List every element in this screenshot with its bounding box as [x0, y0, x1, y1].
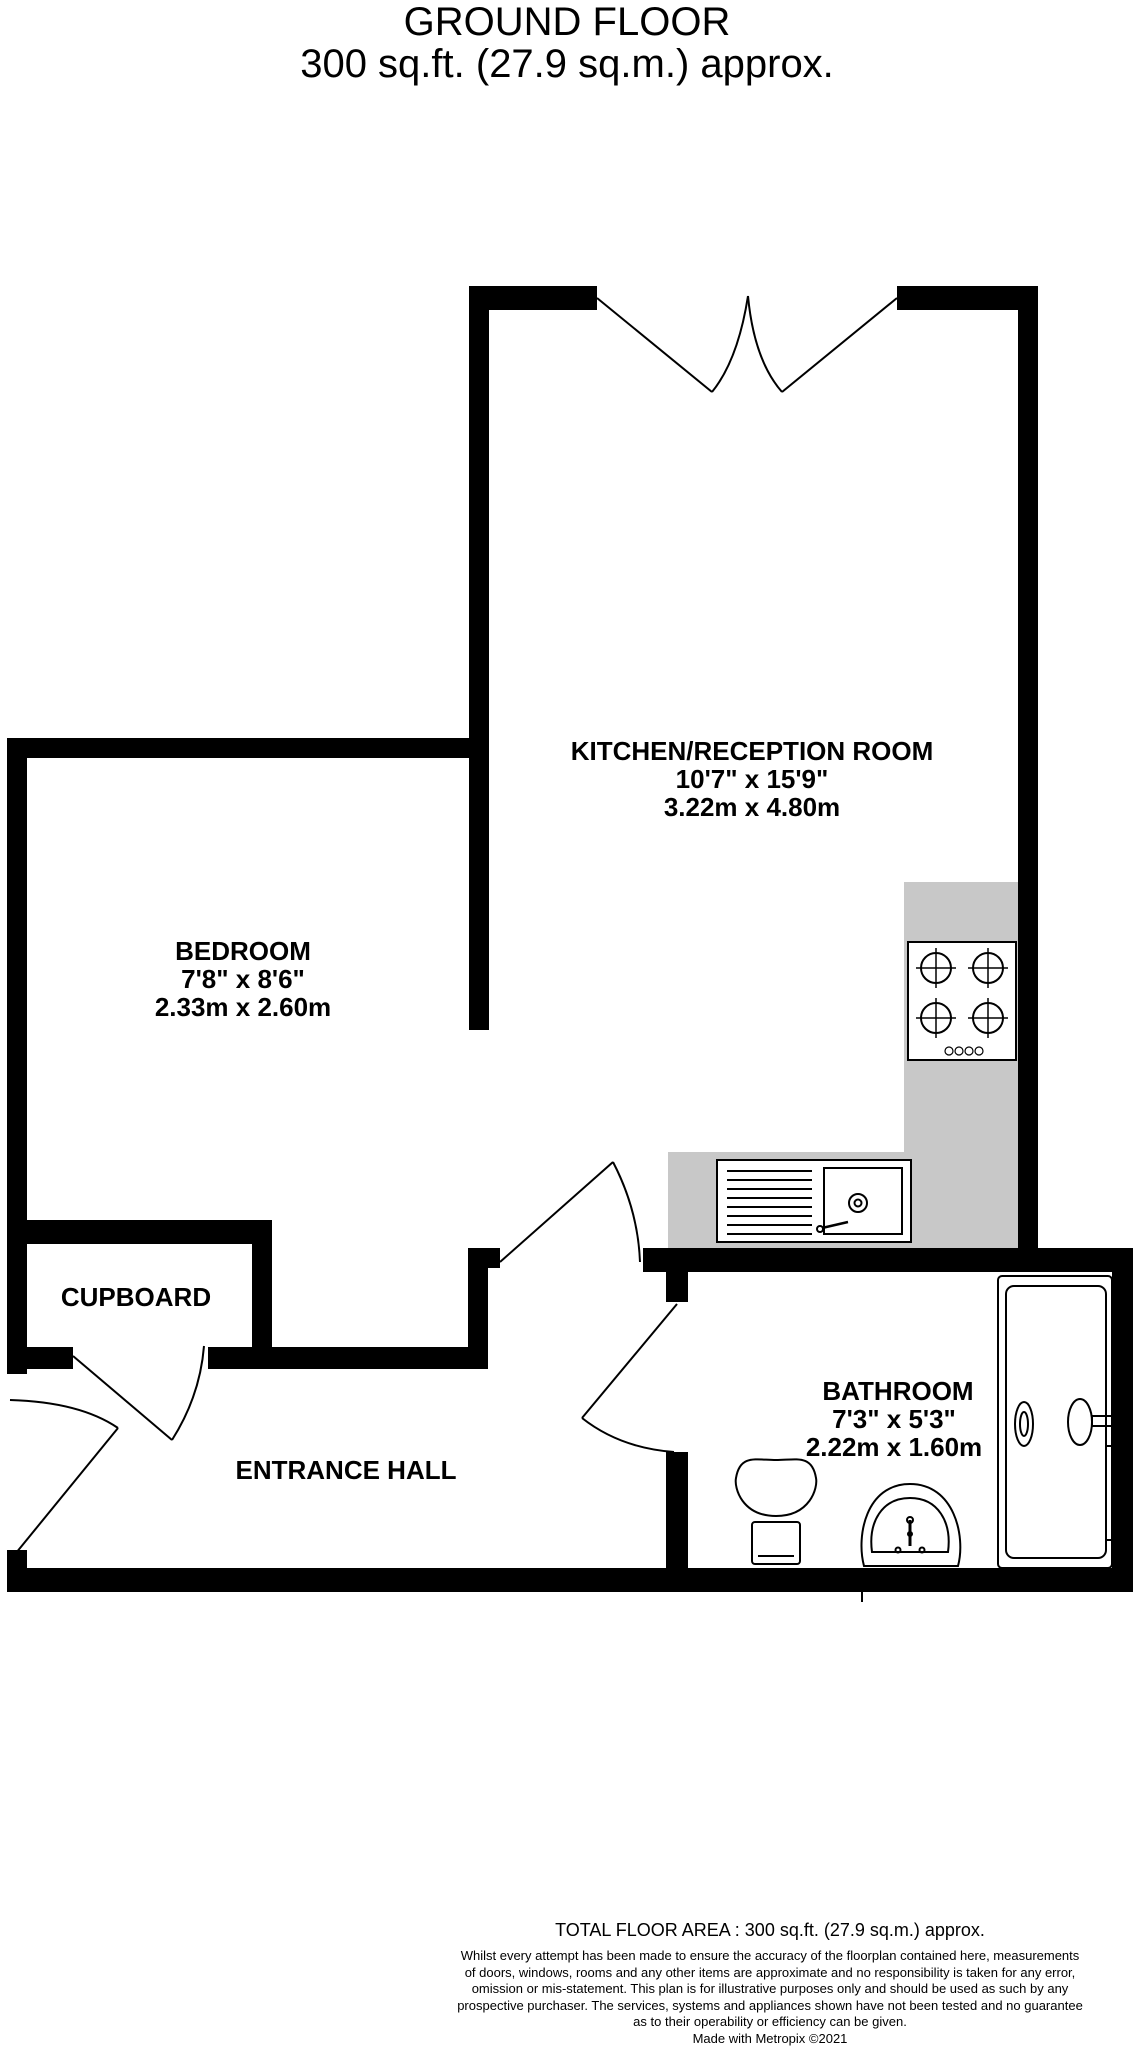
disclaimer-line: omission or mis-statement. This plan is … [471, 1981, 1069, 1996]
made-with: Made with Metropix ©2021 [692, 2030, 848, 2046]
bath [997, 1275, 1115, 1569]
floor-plan: KITCHEN/RECEPTION ROOM 10'7" x 15'9" 3.2… [7, 286, 1133, 1602]
room-labels: KITCHEN/RECEPTION ROOM 10'7" x 15'9" 3.2… [61, 736, 982, 1485]
disclaimer-line: of doors, windows, rooms and any other i… [464, 1964, 1076, 1980]
entrance-door [9, 1399, 119, 1554]
kitchen-metric: 3.22m x 4.80m [664, 792, 840, 822]
wall [469, 746, 489, 1030]
wall [7, 1568, 1133, 1592]
wall [666, 1452, 688, 1590]
disclaimer-line: as to their operability or efficiency ca… [633, 2014, 907, 2029]
french-doors [596, 295, 898, 393]
wall [1018, 286, 1038, 1250]
wash-basin [860, 1482, 962, 1602]
toilet [734, 1458, 818, 1565]
bedroom-name: BEDROOM [175, 936, 311, 966]
bedroom-imperial: 7'8" x 8'6" [181, 964, 305, 994]
kitchen-name: KITCHEN/RECEPTION ROOM [571, 736, 934, 766]
wall [252, 1220, 272, 1348]
kitchen-imperial: 10'7" x 15'9" [676, 764, 829, 794]
bathroom-imperial: 7'3" x 5'3" [832, 1404, 956, 1434]
plan-footer: TOTAL FLOOR AREA : 300 sq.ft. (27.9 sq.m… [420, 1918, 1120, 2047]
wall [1112, 1248, 1133, 1591]
wall [897, 286, 1038, 310]
floor-title: GROUND FLOOR [403, 0, 731, 44]
kitchen-sink [716, 1159, 912, 1243]
bathroom-name: BATHROOM [822, 1376, 973, 1406]
wall [469, 286, 597, 310]
wall [7, 738, 489, 758]
bedroom-door [499, 1161, 641, 1263]
wall [468, 1252, 488, 1369]
bathroom-metric: 2.22m x 1.60m [806, 1432, 982, 1462]
wall [7, 1220, 272, 1244]
bedroom-metric: 2.33m x 2.60m [155, 992, 331, 1022]
wall [468, 1248, 500, 1268]
wall [7, 1347, 73, 1369]
cupboard-door [72, 1345, 205, 1441]
wall [208, 1347, 488, 1369]
hall-name: ENTRANCE HALL [236, 1455, 457, 1485]
disclaimer-line: Whilst every attempt has been made to en… [460, 1948, 1080, 1963]
floor-area: 300 sq.ft. (27.9 sq.m.) approx. [300, 42, 834, 86]
disclaimer-line: prospective purchaser. The services, sys… [457, 1997, 1083, 2013]
wall [7, 738, 27, 1374]
bathroom-door [581, 1303, 678, 1453]
walls [7, 286, 1133, 1592]
cupboard-name: CUPBOARD [61, 1282, 211, 1312]
hob [907, 941, 1017, 1061]
wall [643, 1248, 1133, 1272]
total-floor-area: TOTAL FLOOR AREA : 300 sq.ft. (27.9 sq.m… [555, 1920, 985, 1940]
disclaimer: Whilst every attempt has been made to en… [420, 1948, 1120, 2031]
wall [469, 286, 489, 746]
wall [666, 1248, 688, 1302]
